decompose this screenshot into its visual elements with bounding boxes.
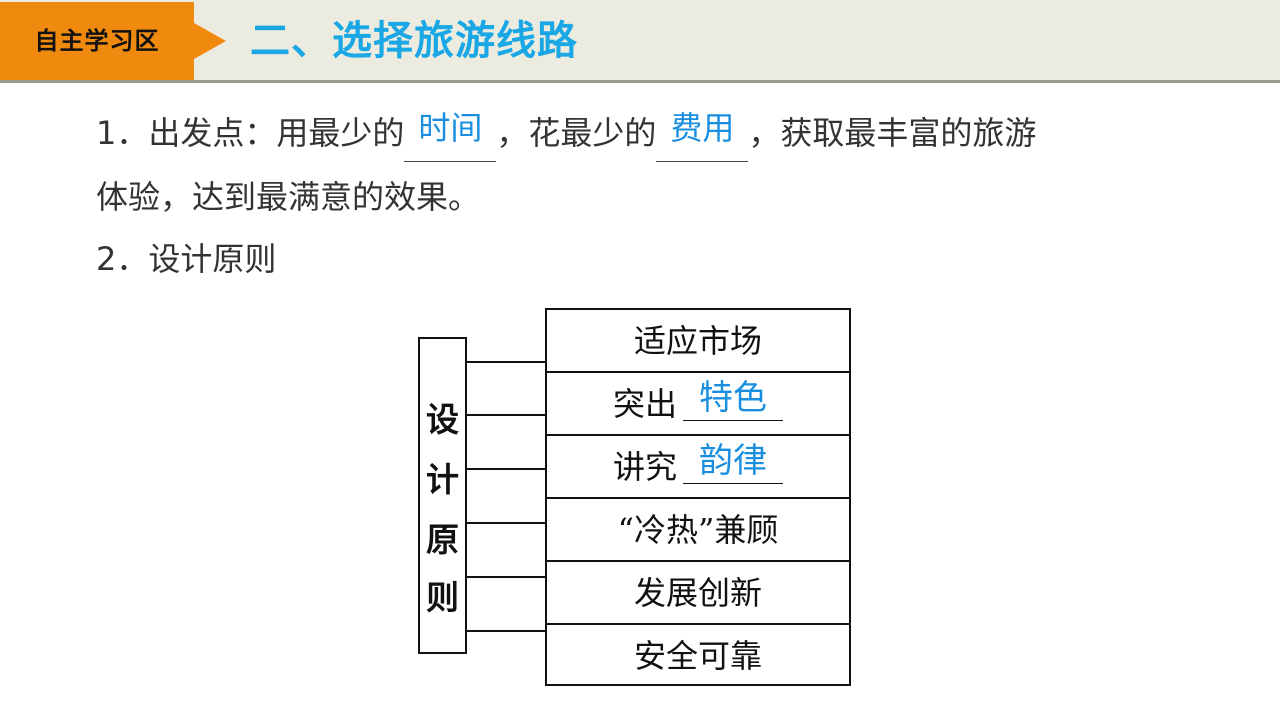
connector-line — [467, 468, 546, 470]
item1-line2: 体验，达到最满意的效果。 — [96, 178, 481, 216]
answer-cost: 费用 — [670, 109, 735, 147]
section-tag: 自主学习区 — [0, 2, 194, 80]
item1-suffix: ，获取最丰富的旅游 — [748, 114, 1037, 152]
connector-line — [467, 630, 546, 632]
item1-middle: ，花最少的 — [496, 114, 657, 152]
principle-cell: 适应市场 — [547, 310, 849, 373]
principle-cell: “冷热”兼顾 — [547, 499, 849, 562]
root-char: 原 — [426, 520, 459, 559]
principle-blank: 韵律 — [683, 439, 783, 484]
root-char: 则 — [426, 578, 459, 617]
blank-time: 时间 — [404, 109, 497, 162]
item1-line1: 1．出发点：用最少的时间 ，花最少的费用 ，获取最丰富的旅游 — [96, 104, 1036, 162]
connector-line — [467, 522, 546, 524]
answer-time: 时间 — [418, 109, 483, 147]
item1-prefix: 1．出发点：用最少的 — [96, 114, 405, 152]
root-char: 计 — [426, 460, 459, 499]
principle-blank: 特色 — [683, 376, 783, 421]
connector-line — [467, 576, 546, 578]
connector-line — [467, 414, 546, 416]
principle-text: “冷热”兼顾 — [617, 511, 779, 549]
principle-text: 发展创新 — [633, 574, 762, 612]
principle-text: 安全可靠 — [633, 637, 762, 675]
principle-text: 讲究 — [612, 448, 677, 486]
connector-line — [467, 361, 546, 363]
principle-cell: 安全可靠 — [547, 625, 849, 688]
principle-cell: 讲究韵律 — [547, 436, 849, 499]
header-divider — [0, 80, 1280, 83]
root-char: 设 — [426, 400, 459, 439]
principle-cell: 突出特色 — [547, 373, 849, 436]
principles-stack: 适应市场 突出特色 讲究韵律 “冷热”兼顾 发展创新 安全可靠 — [545, 308, 851, 686]
answer-rhythm: 韵律 — [699, 441, 767, 481]
principle-cell: 发展创新 — [547, 562, 849, 625]
page-title: 二、选择旅游线路 — [250, 18, 578, 64]
tag-arrow-icon — [194, 23, 226, 59]
principle-text: 适应市场 — [633, 322, 762, 360]
answer-feature: 特色 — [699, 378, 767, 418]
design-principles-root-box: 设 计 原 则 — [418, 337, 467, 654]
blank-cost: 费用 — [656, 109, 749, 162]
item2-heading: 2．设计原则 — [96, 240, 277, 278]
principle-text: 突出 — [612, 385, 677, 423]
